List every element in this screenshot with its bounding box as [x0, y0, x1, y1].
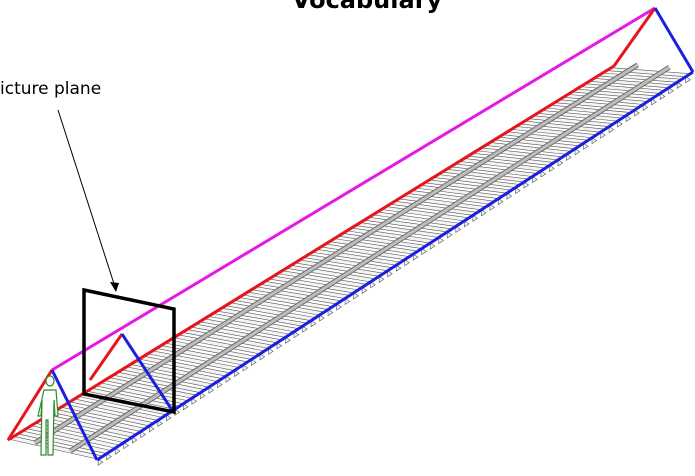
viewing-prism [6, 6, 695, 462]
diagram-title: Vocabulary [292, 0, 443, 14]
track-rails [33, 62, 671, 454]
near-triangle-right [50, 369, 99, 461]
picture-plane [82, 287, 176, 415]
near-triangle-left [6, 369, 54, 441]
figure-body [37, 389, 59, 456]
picture-plane-frame [82, 287, 176, 415]
railroad-track [8, 62, 692, 466]
picture-plane-label: icture plane [0, 79, 101, 99]
track-ties [8, 67, 692, 466]
left-ground-edge [7, 64, 615, 442]
right-ground-edge [96, 70, 694, 462]
mid-triangle-right [120, 333, 174, 411]
callout-arrowhead [110, 282, 119, 292]
left-rail [33, 63, 639, 445]
far-triangle-left [612, 7, 657, 67]
top-edge [51, 6, 656, 372]
mid-triangle-left [88, 333, 124, 381]
title-text: Vocabulary [292, 0, 443, 14]
picture-plane-callout: icture plane [0, 79, 119, 292]
callout-leader [57, 109, 117, 291]
right-rail [69, 65, 671, 453]
figure-head [45, 375, 55, 387]
far-triangle-right [653, 7, 695, 73]
observer-figure [37, 375, 59, 456]
